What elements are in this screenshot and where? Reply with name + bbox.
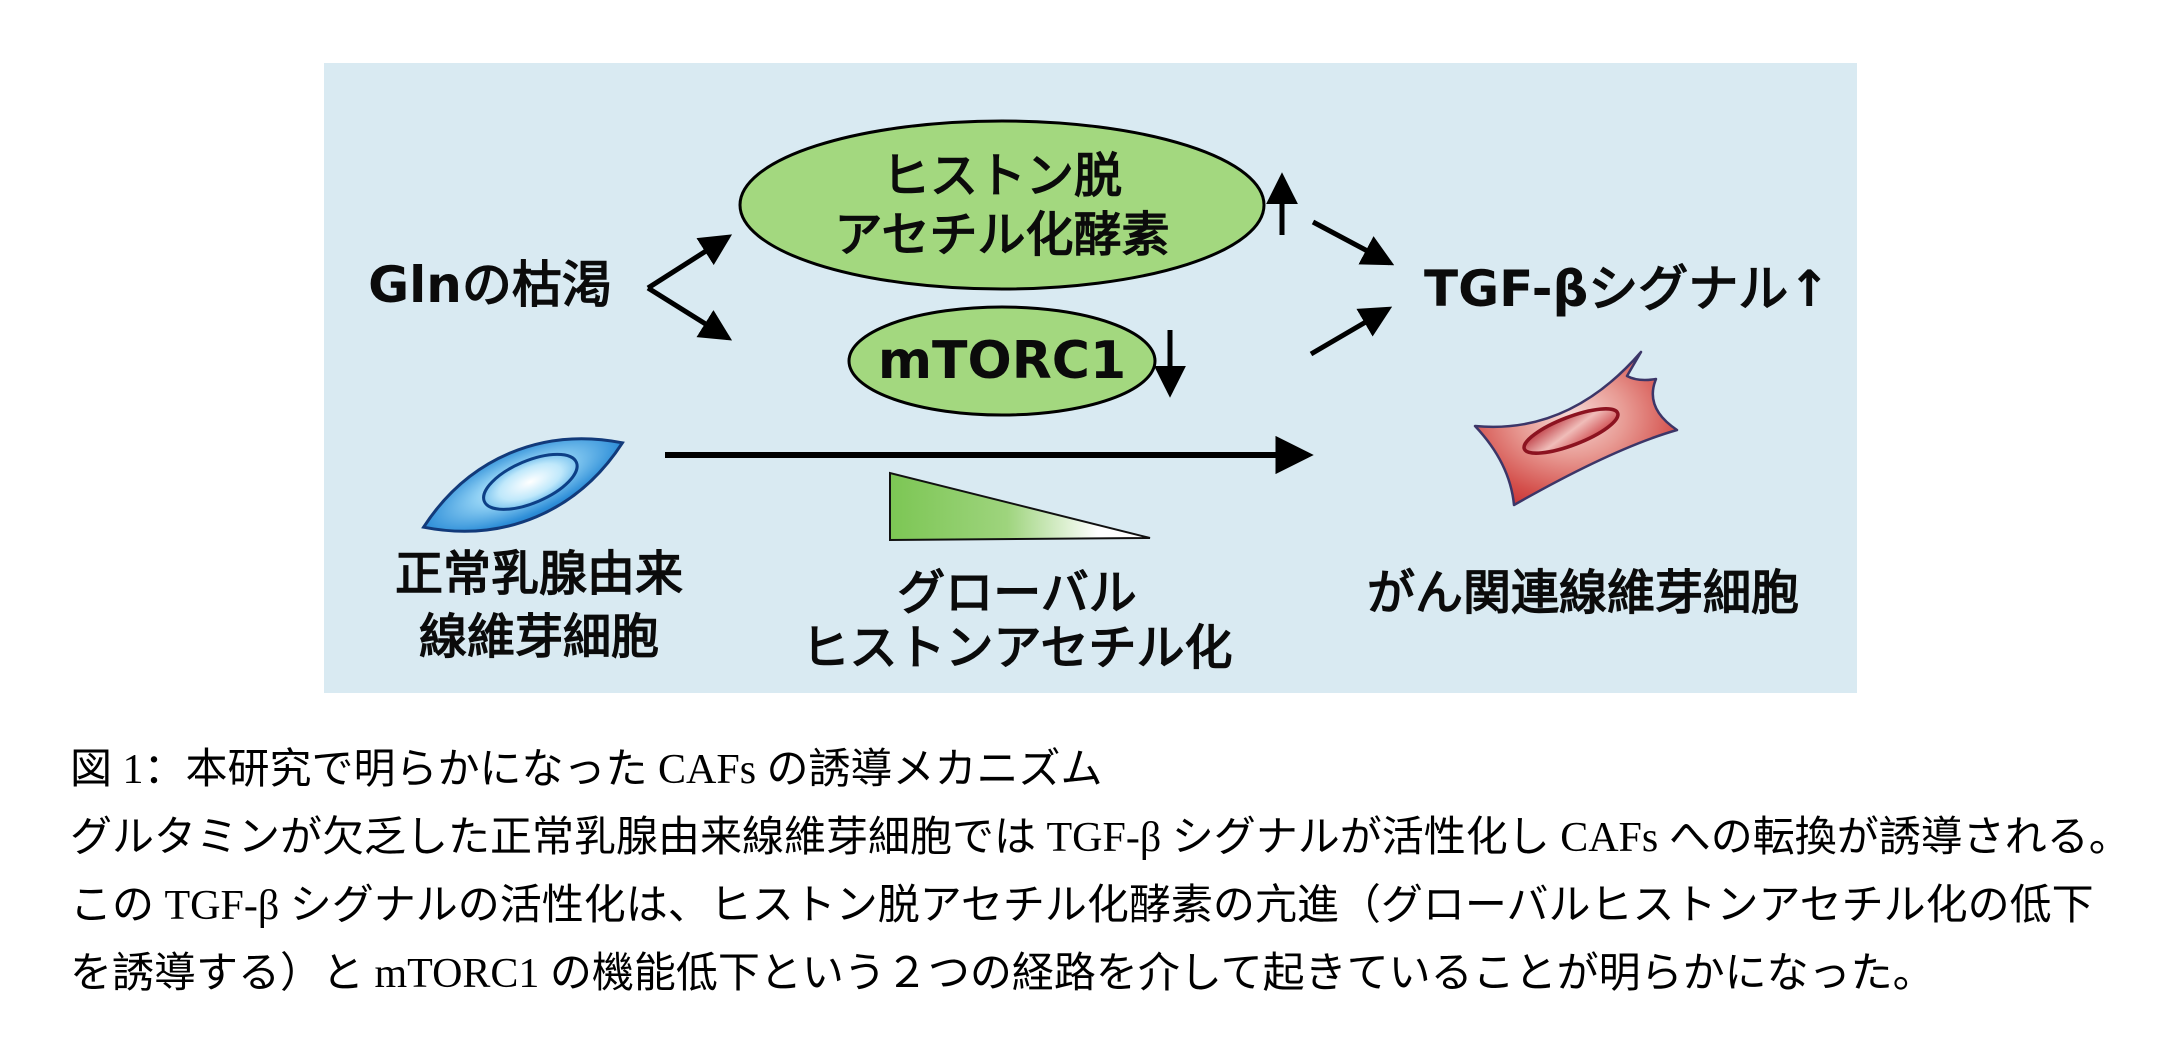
hdac-label: ヒストン脱 アセチル化酵素 [740, 147, 1264, 265]
figure-panel: Glnの枯渇 ヒストン脱 アセチル化酵素 mTORC1 TGF-βシグナル↑ 正… [324, 63, 1857, 693]
hdac-ellipse [738, 119, 1266, 291]
caption-line-1: 図 1：本研究で明らかになった CAFs の誘導メカニズム [70, 747, 1103, 793]
diagram-shapes [421, 119, 1679, 542]
normal-fibroblast-label-line2: 線維芽細胞 [418, 609, 659, 665]
gln-branch-arrow-upper [646, 234, 733, 291]
normal-fibroblast-label-line1: 正常乳腺由来 [394, 546, 683, 602]
tgf-signal-label: TGF-βシグナル↑ [1424, 260, 1831, 318]
tgf-converge-arrow-lower [1309, 306, 1393, 357]
tgf-converge-arrow-upper [1311, 219, 1395, 266]
global-histone-label-line2: ヒストンアセチル化 [801, 620, 1233, 676]
histone-acetylation-wedge-icon [889, 471, 1151, 542]
caf-label: がん関連線維芽細胞 [1366, 565, 1799, 621]
gln-branch-arrow-lower [646, 285, 733, 341]
hdac-label-line2: アセチル化酵素 [834, 207, 1170, 263]
global-histone-acetylation-label: グローバル ヒストンアセチル化 [742, 566, 1292, 676]
caption-line-4: を誘導する）と mTORC1 の機能低下という２つの経路を介して起きていることが… [70, 951, 1935, 997]
normal-fibroblast-label: 正常乳腺由来 線維芽細胞 [346, 543, 732, 669]
mtorc1-ellipse [847, 305, 1157, 417]
caf-cell-icon [1473, 350, 1679, 507]
caption-line-3: この TGF-β シグナルの活性化は、ヒストン脱アセチル化酵素の亢進（グローバル… [70, 883, 2094, 929]
figure-caption: 図 1：本研究で明らかになった CAFs の誘導メカニズム グルタミンが欠乏した… [70, 736, 2150, 1008]
gln-depletion-label: Glnの枯渇 [368, 256, 612, 314]
global-histone-label-line1: グローバル [897, 565, 1137, 621]
mtorc1-label: mTORC1 [877, 331, 1127, 391]
hdac-label-line1: ヒストン脱 [881, 148, 1122, 204]
normal-fibroblast-cell-icon [421, 437, 625, 533]
caption-line-2: グルタミンが欠乏した正常乳腺由来線維芽細胞では TGF-β シグナルが活性化し … [70, 815, 2131, 861]
